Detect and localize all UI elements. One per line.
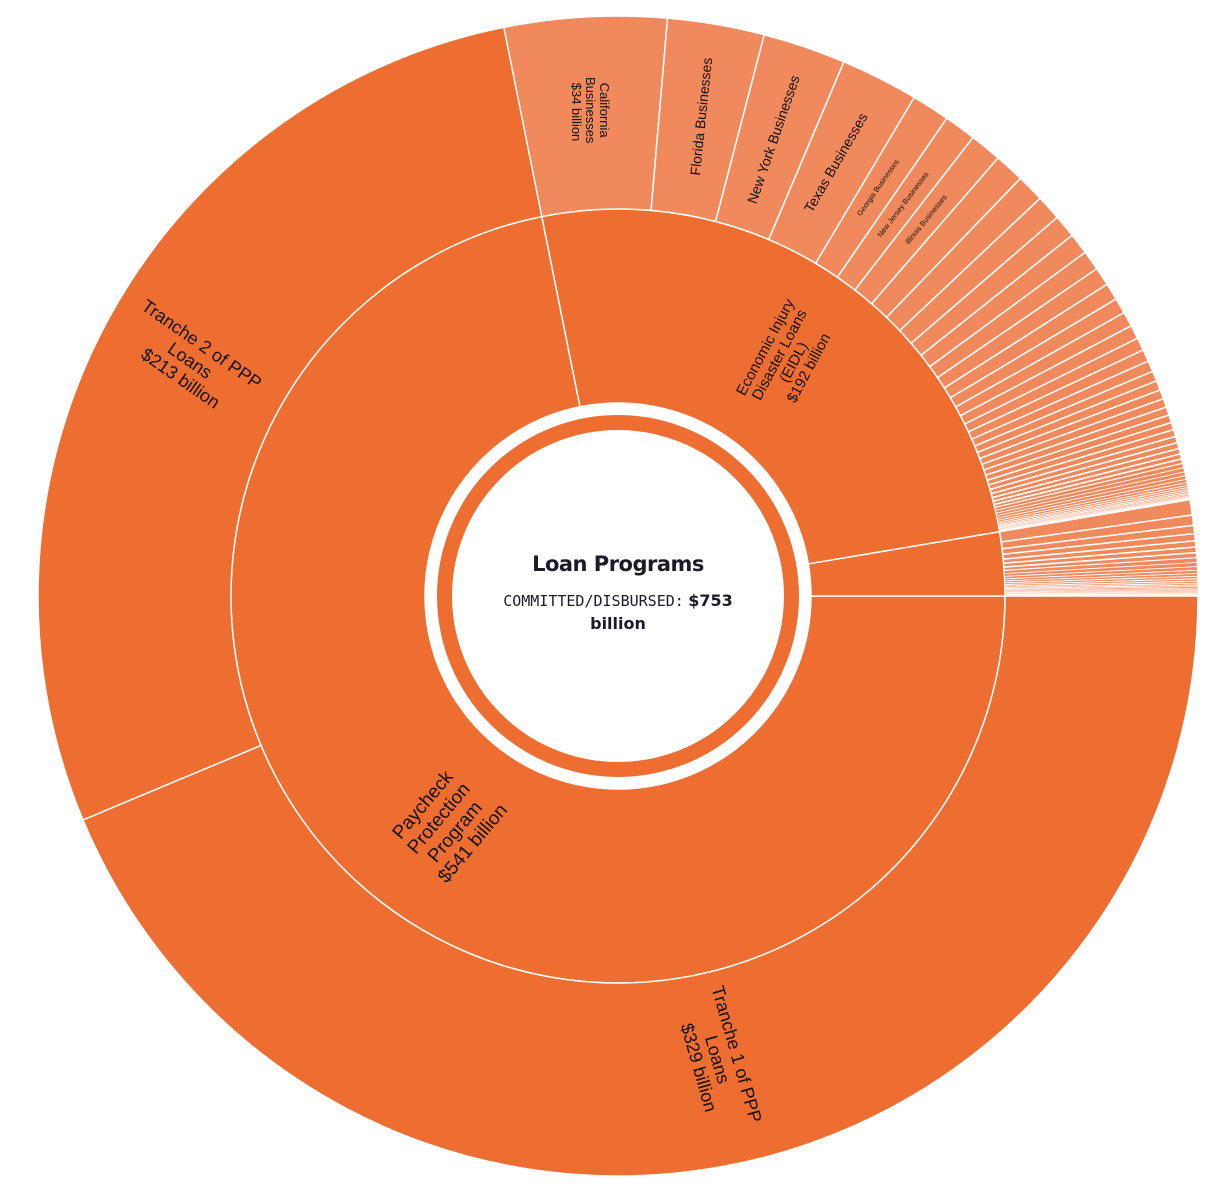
label-california: California Businesses $34 billion (569, 77, 612, 147)
committed-unit: billion (590, 614, 646, 633)
sunburst-arcs (37, 15, 1199, 1177)
committed-value: $753 (688, 591, 733, 610)
segment-tranche-2-of-ppp-loans[interactable] (37, 25, 546, 821)
center-title: Loan Programs (532, 552, 704, 576)
committed-label: COMMITTED/DISBURSED: (503, 592, 684, 610)
center-subtitle: COMMITTED/DISBURSED: $753 billion (468, 590, 768, 636)
root-ring[interactable] (437, 415, 799, 777)
segment-tranche-1-of-ppp-loans[interactable] (81, 595, 1199, 1177)
